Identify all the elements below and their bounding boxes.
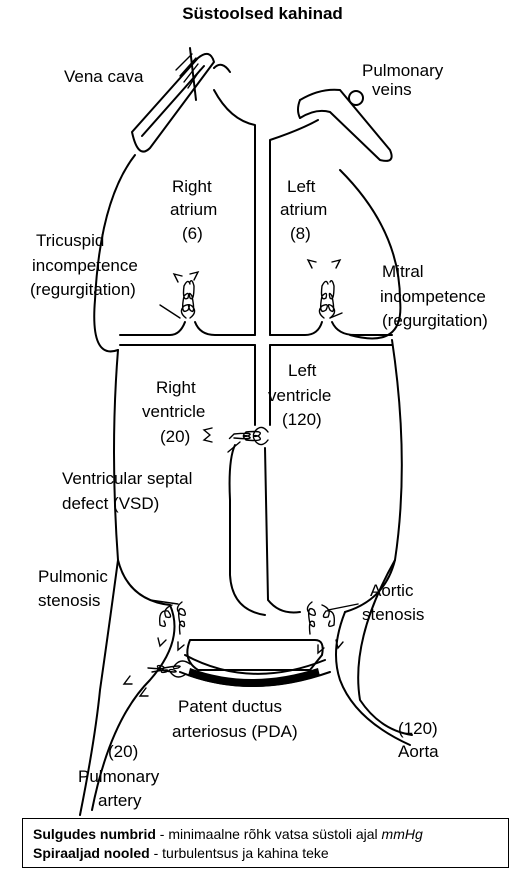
pulmonary-veins-label-2: veins [372,80,412,99]
right-ventricle-label-1: Right [156,378,196,397]
left-atrium-label-2: atrium [280,200,327,219]
vsd-spiral-arrow [202,426,269,446]
vena-cava-label: Vena cava [64,67,144,86]
pulmonic-spiral-arrow [157,601,187,652]
pulmonary-artery-pressure: (20) [108,742,138,761]
pda-label-1: Patent ductus [178,697,282,716]
aortic-spiral-arrow [306,601,344,655]
right-atrium-label-2: atrium [170,200,217,219]
tricuspid-label-1: Tricuspid [36,231,104,250]
left-ventricle-label-1: Left [288,361,317,380]
legend-line-arrows: Spiraaljad nooled - turbulentsus ja kahi… [33,844,498,863]
legend-pressure-text: - minimaalne rõhk vatsa süstoli ajal [155,826,382,842]
legend-pressure-unit: mmHg [381,826,423,842]
pulmonic-label-1: Pulmonic [38,567,108,586]
heart-outline [79,47,413,816]
page-title: Süstoolsed kahinad [182,4,343,23]
left-atrium-pressure: (8) [290,224,311,243]
right-ventricle-label-2: ventricle [142,402,205,421]
legend-arrows-term: Spiraaljad nooled [33,845,150,861]
mitral-label-2: incompetence [380,287,486,306]
legend-box: Sulgudes numbrid - minimaalne rõhk vatsa… [22,818,509,868]
legend-arrows-text: - turbulentsus ja kahina teke [149,845,329,861]
aorta-pressure: (120) [398,719,438,738]
pulmonary-artery-label-1: Pulmonary [78,767,160,786]
mitral-spiral-arrow [306,258,342,319]
left-atrium-label-1: Left [287,177,316,196]
pda-spiral-arrow [122,660,191,697]
left-ventricle-pressure: (120) [282,410,322,429]
mitral-label-3: (regurgitation) [382,311,488,330]
mitral-label-1: Mitral [382,262,424,281]
labels: Vena cava Pulmonary veins Right atrium (… [30,61,488,810]
vsd-label-1: Ventricular septal [62,469,192,488]
pulmonary-veins-label-1: Pulmonary [362,61,444,80]
tricuspid-spiral-arrow [172,270,200,319]
aorta-label: Aorta [398,742,439,761]
left-ventricle-label-2: ventricle [268,386,331,405]
vsd-label-2: defect (VSD) [62,494,159,513]
legend-pressure-term: Sulgudes numbrid [33,826,156,842]
tricuspid-label-2: incompetence [32,256,138,275]
right-atrium-pressure: (6) [182,224,203,243]
aortic-label-1: Aortic [370,581,414,600]
legend-line-pressure: Sulgudes numbrid - minimaalne rõhk vatsa… [33,825,498,844]
turbulence-arrows [122,258,359,697]
tricuspid-label-3: (regurgitation) [30,280,136,299]
right-ventricle-pressure: (20) [160,427,190,446]
aortic-label-2: stenosis [362,605,424,624]
pulmonary-artery-label-2: artery [98,791,142,810]
right-atrium-label-1: Right [172,177,212,196]
pda-label-2: arteriosus (PDA) [172,722,298,741]
pulmonic-label-2: stenosis [38,591,100,610]
